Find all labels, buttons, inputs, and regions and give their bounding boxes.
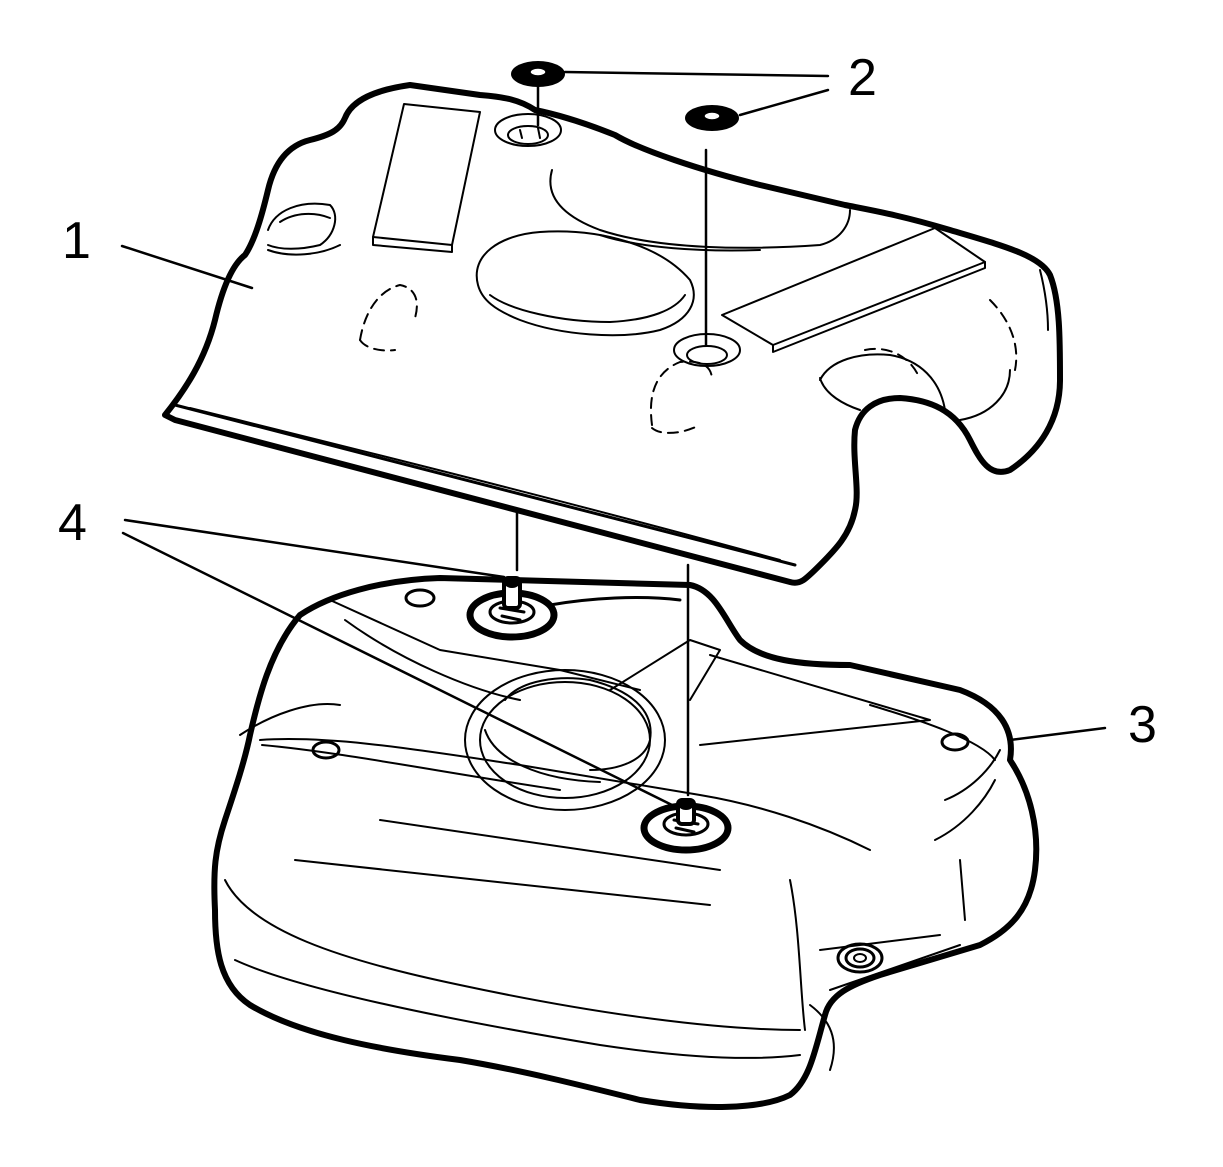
leader-lines	[120, 70, 1107, 807]
engine-cover	[162, 82, 1063, 586]
callout-4: 4	[58, 494, 87, 552]
callout-3: 3	[1128, 696, 1157, 754]
callout-1: 1	[62, 212, 91, 270]
stud-mount-front	[640, 798, 732, 854]
grommet-rear	[511, 61, 565, 127]
grommet-front	[685, 105, 739, 131]
callout-2: 2	[848, 49, 877, 107]
intake-manifold-base	[211, 575, 1040, 1110]
stud-mount-rear	[466, 576, 682, 641]
